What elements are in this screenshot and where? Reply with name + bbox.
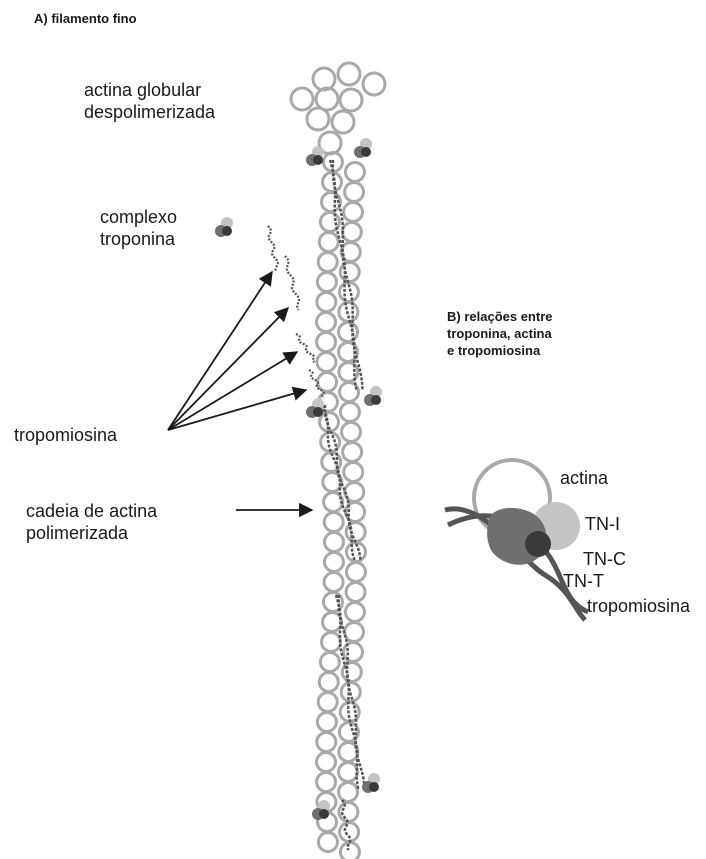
actin-monomer [317, 353, 336, 372]
actin-monomer [342, 663, 361, 682]
actin-monomer [318, 253, 337, 272]
actin-monomer [317, 733, 336, 752]
actin-monomer [291, 88, 313, 110]
actin-monomer [317, 773, 336, 792]
actin-monomer [317, 293, 336, 312]
actin-monomer [340, 383, 359, 402]
arrow-1 [168, 272, 272, 430]
actin-monomer [345, 603, 364, 622]
troponin-complex [364, 386, 382, 406]
actin-monomer [339, 783, 358, 802]
actin-monomer [332, 111, 354, 133]
actin-polymer-chain [317, 153, 366, 859]
tropomyosin-arrows [168, 272, 306, 430]
actin-monomer [345, 623, 364, 642]
actin-monomer [324, 573, 343, 592]
actin-monomer [317, 333, 336, 352]
actin-monomer [320, 653, 339, 672]
actin-monomer [340, 89, 362, 111]
globular-actin-cluster [291, 63, 385, 154]
tn-c-subunit [361, 147, 371, 157]
actin-monomer [346, 563, 365, 582]
actin-monomer [307, 108, 329, 130]
tn-c-subunit [371, 395, 381, 405]
actin-monomer [318, 373, 337, 392]
actin-monomer [317, 713, 336, 732]
tn-c-subunit [313, 407, 323, 417]
actin-monomer [363, 73, 385, 95]
actin-monomer [340, 403, 359, 422]
tn-c-subunit [319, 809, 329, 819]
actin-monomer [317, 753, 336, 772]
actin-monomer [318, 693, 337, 712]
actin-monomer [319, 233, 338, 252]
tn-c-subunit [525, 531, 551, 557]
tropomyosin-strands [322, 160, 365, 850]
tropomyosin-segment [268, 226, 278, 272]
actin-monomer [324, 493, 343, 512]
tn-c-subunit [313, 155, 323, 165]
tropomyosin-segment [285, 256, 299, 310]
free-tropomyosin-segments [268, 226, 324, 398]
tn-c-subunit [369, 782, 379, 792]
actin-monomer [324, 553, 343, 572]
actin-monomer [322, 633, 341, 652]
actin-monomer [341, 423, 360, 442]
actin-monomer [342, 223, 361, 242]
actin-monomer [346, 583, 365, 602]
actin-monomer [339, 763, 358, 782]
actin-monomer [319, 673, 338, 692]
actin-monomer [344, 203, 363, 222]
actin-monomer [317, 273, 336, 292]
actin-monomer [344, 463, 363, 482]
actin-monomer [338, 63, 360, 85]
actin-monomer [313, 68, 335, 90]
actin-monomer [345, 163, 364, 182]
actin-monomer [340, 843, 359, 859]
actin-monomer [324, 533, 343, 552]
troponin-complex [215, 217, 233, 237]
actin-monomer [318, 833, 337, 852]
troponin-complex [312, 800, 330, 820]
actin-monomer [343, 443, 362, 462]
tropomyosin-segment [296, 334, 314, 362]
actin-monomer [345, 183, 364, 202]
actin-monomer [339, 803, 358, 822]
troponin-complex [306, 146, 324, 166]
troponin-complex [354, 138, 372, 158]
panel-b-illustration [445, 460, 588, 620]
actin-monomer [324, 513, 343, 532]
actin-monomer [339, 743, 358, 762]
troponin-complex [362, 773, 380, 793]
tn-c-subunit [222, 226, 232, 236]
actin-monomer [317, 313, 336, 332]
troponin-complex [306, 398, 324, 418]
